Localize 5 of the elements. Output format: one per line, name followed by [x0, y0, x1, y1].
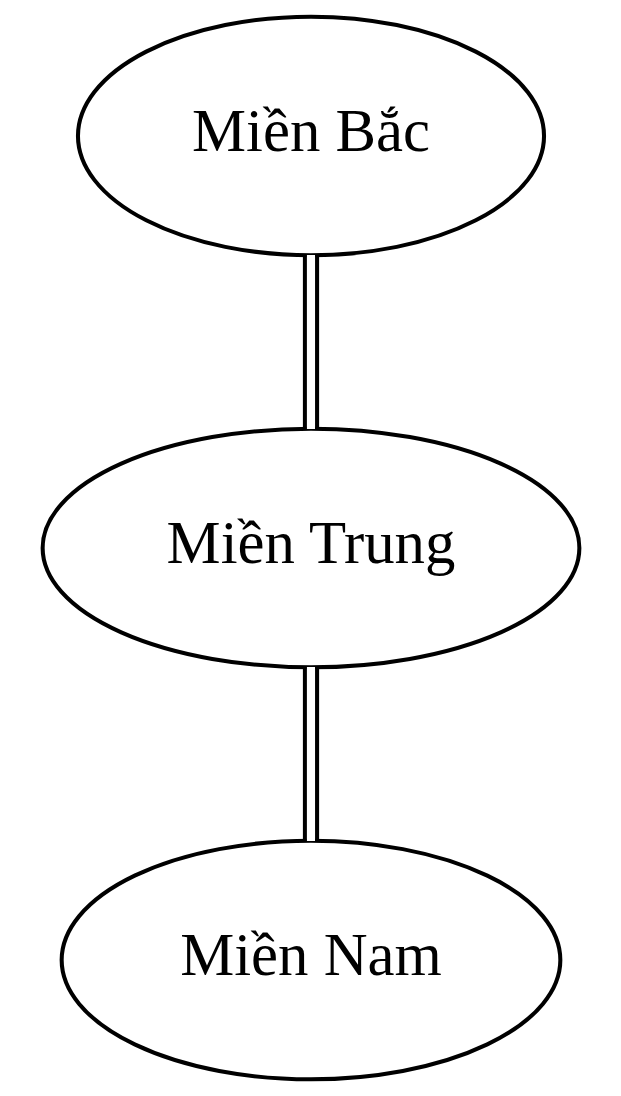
node-ellipse: Miền Nam	[59, 838, 562, 1082]
connector	[302, 254, 319, 430]
connector	[302, 666, 319, 842]
node-ellipse: Miền Trung	[40, 426, 581, 670]
node-ellipse: Miền Bắc	[75, 14, 546, 258]
